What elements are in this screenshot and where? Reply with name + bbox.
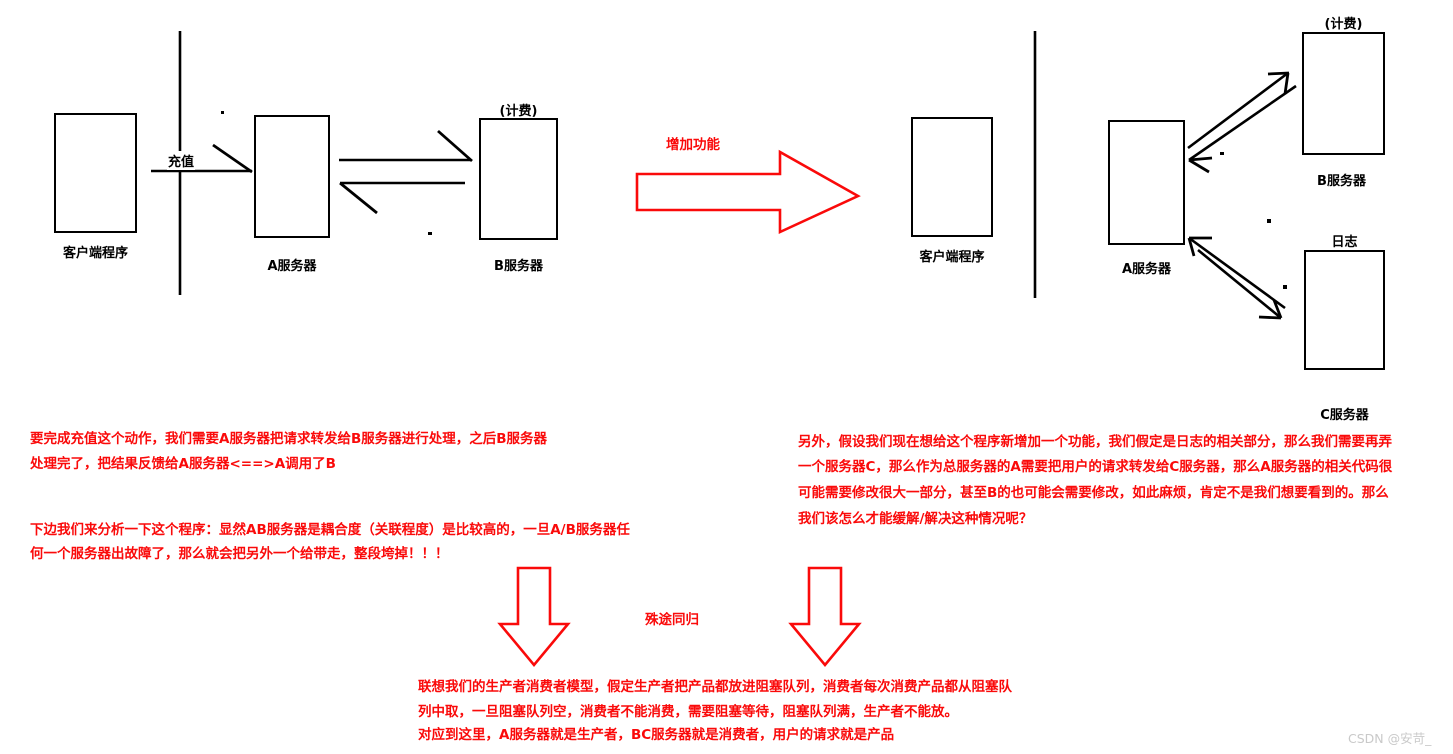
left-note-2-line-1: 下边我们来分析一下这个程序：显然AB服务器是耦合度（关联程度）是比较高的，一旦A… (30, 522, 630, 538)
ink-dot-4 (1267, 219, 1271, 223)
node-server-b-left (479, 118, 558, 240)
node-client-left-label: 客户端程序 (62, 246, 128, 261)
ink-dot-3 (1220, 152, 1224, 155)
node-server-c-right-top-label: 日志 (1331, 235, 1358, 250)
node-client-right (911, 117, 993, 237)
bottom-note-line-1: 联想我们的生产者消费者模型，假定生产者把产品都放进阻塞队列，消费者每次消费产品都… (418, 679, 1012, 695)
c-to-a-right-line (1188, 236, 1286, 310)
node-server-b-right-top-label: (计费) (1324, 17, 1363, 32)
csdn-watermark: CSDN @安苛_ (1348, 731, 1432, 746)
increase-feature-label: 增加功能 (666, 137, 720, 153)
a-to-b-right-line (1187, 71, 1289, 150)
right-note-line-4: 我们该怎么才能缓解/解决这种情况呢？ (798, 511, 1033, 527)
node-server-a-right-label: A服务器 (1121, 262, 1172, 277)
b-to-a-right-arrowhead2 (1188, 158, 1210, 174)
increase-feature-arrow (635, 149, 861, 235)
node-server-b-left-label: B服务器 (494, 259, 543, 274)
b-to-a-right-line (1188, 84, 1297, 162)
right-note-line-3: 可能需要修改很大一部分，甚至B的也可能会需要修改，如此麻烦，肯定不是我们想要看到… (798, 485, 1389, 501)
c-to-a-right-arrowhead2 (1187, 237, 1196, 257)
a-to-b-arrowhead (437, 129, 473, 163)
a-to-c-right-arrowhead2 (1272, 299, 1283, 319)
node-server-b-right-label: B服务器 (1317, 174, 1366, 189)
bottom-note-line-2: 列中取，一旦阻塞队列空，消费者不能消费，需要阻塞等待，阻塞队列满，生产者不能放。 (418, 704, 958, 720)
a-to-b-right-arrowhead2 (1283, 72, 1290, 95)
node-server-c-right (1304, 250, 1385, 370)
node-server-a-left (254, 115, 330, 238)
left-note-1-line-1: 要完成充值这个动作，我们需要A服务器把请求转发给B服务器进行处理，之后B服务器 (30, 431, 548, 447)
b-to-a-right-arrowhead (1188, 156, 1213, 162)
node-client-right-label: 客户端程序 (919, 250, 985, 265)
left-note-1-line-2: 处理完了，把结果反馈给A服务器<==>A调用了B (30, 456, 336, 472)
edge-label-recharge: 充值 (167, 151, 196, 170)
right-note-line-2: 一个服务器C，那么作为总服务器的A需要把用户的请求转发给C服务器，那么A服务器的… (798, 459, 1393, 475)
ink-dot-5 (1283, 285, 1287, 289)
node-server-b-right (1302, 32, 1385, 155)
ink-dot-2 (428, 232, 432, 235)
left-note-2-line-2: 何一个服务器出故障了，那么就会把另外一个给带走，整段垮掉！！！ (30, 546, 449, 562)
converge-label: 殊途同归 (645, 612, 699, 628)
right-note-line-1: 另外，假设我们现在想给这个程序新增加一个功能，我们假定是日志的相关部分，那么我们… (798, 434, 1392, 450)
client-to-a-arrowhead (212, 143, 253, 174)
a-to-c-right-line (1197, 248, 1282, 320)
a-to-b-right-arrowhead (1267, 71, 1290, 76)
converge-arrow-left (497, 566, 571, 668)
converge-arrow-right (788, 566, 862, 668)
node-server-c-right-label: C服务器 (1320, 408, 1369, 423)
a-to-c-right-arrowhead (1258, 315, 1282, 320)
ink-dot-1 (221, 111, 224, 114)
node-server-b-left-top-label: (计费) (499, 104, 538, 119)
bottom-note-line-3: 对应到这里，A服务器就是生产者，BC服务器就是消费者，用户的请求就是产品 (418, 727, 895, 743)
b-to-a-arrowhead (339, 181, 378, 215)
node-server-a-left-label: A服务器 (267, 259, 317, 274)
node-client-left (54, 113, 137, 233)
node-server-a-right (1108, 120, 1185, 245)
